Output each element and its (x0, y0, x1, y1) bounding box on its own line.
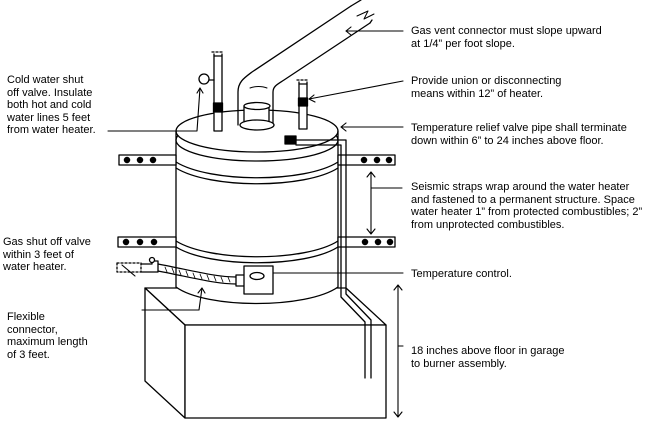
leader-lines (107, 26, 404, 418)
gas-vent-connector (237, 0, 375, 131)
gas-supply (116, 256, 248, 287)
gas-shutoff-valve-label: Gas shut off valve within 3 feet of wate… (3, 236, 91, 273)
cold-water-line (198, 51, 225, 132)
temperature-control (243, 265, 274, 295)
flexible-connector-label: Flexible connector, maximum length of 3 … (7, 311, 88, 361)
seismic-straps-label: Seismic straps wrap around the water hea… (411, 181, 643, 231)
top-seismic-strap (118, 154, 396, 166)
vent-connector-label: Gas vent connector must slope upward at … (411, 25, 602, 50)
floor-height-label: 18 inches above floor in garage to burne… (411, 345, 565, 370)
hot-water-line (296, 79, 310, 130)
union-label: Provide union or disconnecting means wit… (411, 75, 562, 100)
relief-valve-pipe (284, 135, 372, 379)
cold-water-valve-label: Cold water shut off valve. Insulate both… (7, 74, 96, 136)
bottom-seismic-strap (117, 236, 396, 248)
relief-valve-label: Temperature relief valve pipe shall term… (411, 122, 627, 147)
temperature-control-label: Temperature control. (411, 268, 512, 280)
platform (144, 287, 387, 419)
